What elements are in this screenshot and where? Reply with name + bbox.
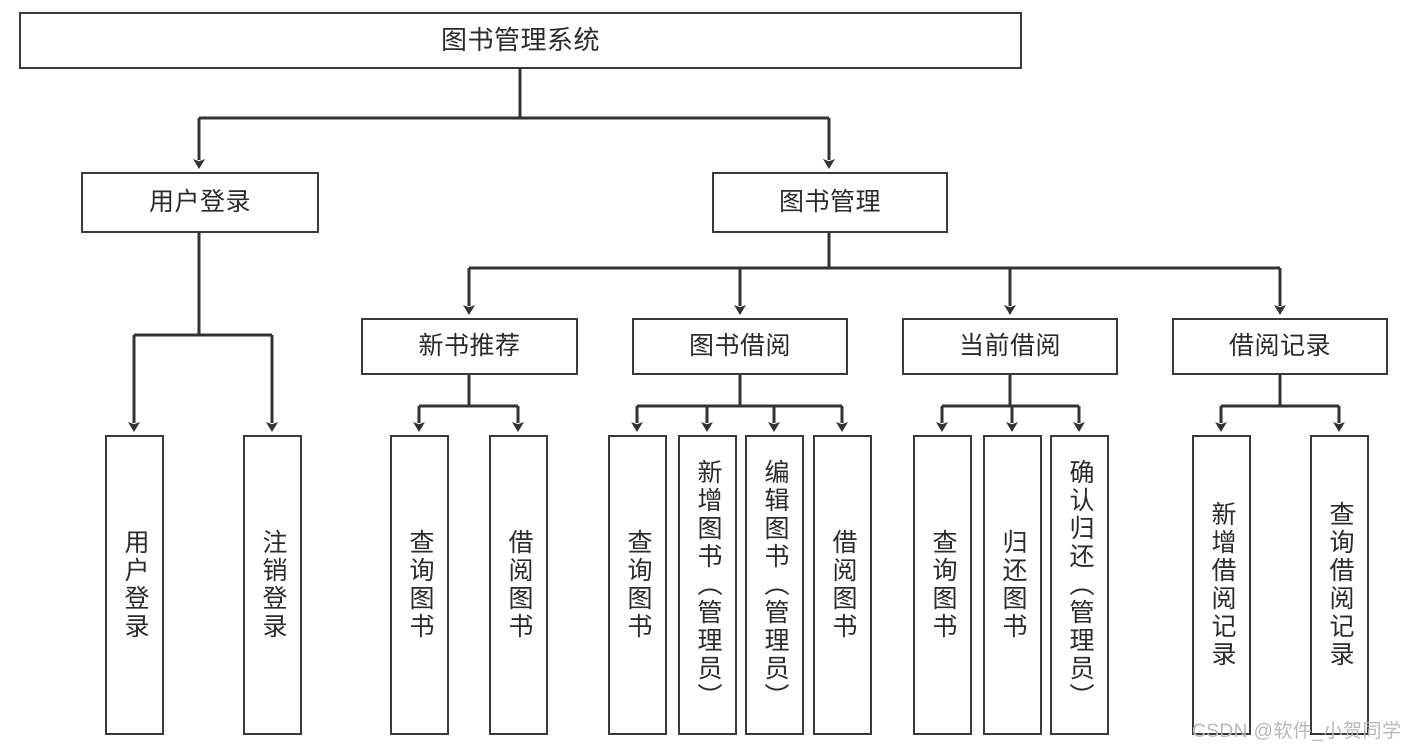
node-root[interactable]: 图书管理系统	[19, 12, 1022, 69]
node-new-book-rec[interactable]: 新书推荐	[361, 318, 578, 375]
node-current-borrow[interactable]: 当前借阅	[902, 318, 1118, 375]
node-leaf-add-book[interactable]: 新增图书（管理员）	[678, 435, 737, 735]
node-leaf-query-book-rec-label: 查询图书	[406, 529, 434, 641]
node-leaf-query-record-label: 查询借阅记录	[1326, 501, 1354, 669]
node-current-borrow-label: 当前借阅	[958, 331, 1061, 360]
node-leaf-query-book-current[interactable]: 查询图书	[913, 435, 972, 735]
node-leaf-edit-book-label: 编辑图书（管理员）	[761, 459, 789, 711]
node-leaf-borrow-book[interactable]: 借阅图书	[813, 435, 872, 735]
node-leaf-confirm-return[interactable]: 确认归还（管理员）	[1050, 435, 1109, 735]
node-leaf-query-book-borrow[interactable]: 查询图书	[608, 435, 667, 735]
node-leaf-add-record[interactable]: 新增借阅记录	[1192, 435, 1251, 735]
node-leaf-add-record-label: 新增借阅记录	[1208, 501, 1236, 669]
node-leaf-query-book-rec[interactable]: 查询图书	[390, 435, 449, 735]
node-book-borrow[interactable]: 图书借阅	[632, 318, 848, 375]
csdn-watermark: CSDN @软件_小贺同学	[1192, 721, 1402, 742]
node-leaf-logout-label: 注销登录	[259, 529, 287, 641]
node-leaf-user-login[interactable]: 用户登录	[105, 435, 164, 735]
node-borrow-record-label: 借阅记录	[1228, 331, 1331, 360]
node-user-login-label: 用户登录	[148, 187, 251, 216]
node-leaf-query-book-current-label: 查询图书	[929, 529, 957, 641]
node-leaf-confirm-return-label: 确认归还（管理员）	[1066, 459, 1094, 711]
node-book-borrow-label: 图书借阅	[688, 331, 791, 360]
node-leaf-query-book-borrow-label: 查询图书	[624, 529, 652, 641]
node-leaf-return-book[interactable]: 归还图书	[983, 435, 1042, 735]
node-leaf-logout[interactable]: 注销登录	[243, 435, 302, 735]
node-user-login[interactable]: 用户登录	[81, 172, 319, 233]
node-book-manage[interactable]: 图书管理	[712, 172, 948, 233]
node-borrow-record[interactable]: 借阅记录	[1172, 318, 1388, 375]
node-leaf-borrow-book-rec-label: 借阅图书	[505, 529, 533, 641]
node-leaf-return-book-label: 归还图书	[999, 529, 1027, 641]
node-book-manage-label: 图书管理	[778, 187, 881, 216]
node-leaf-borrow-book-rec[interactable]: 借阅图书	[489, 435, 548, 735]
node-leaf-borrow-book-label: 借阅图书	[829, 529, 857, 641]
node-new-book-rec-label: 新书推荐	[418, 331, 521, 360]
node-leaf-add-book-label: 新增图书（管理员）	[694, 459, 722, 711]
node-root-label: 图书管理系统	[440, 25, 600, 56]
node-leaf-edit-book[interactable]: 编辑图书（管理员）	[745, 435, 804, 735]
node-leaf-user-login-label: 用户登录	[121, 529, 149, 641]
node-leaf-query-record[interactable]: 查询借阅记录	[1310, 435, 1369, 735]
